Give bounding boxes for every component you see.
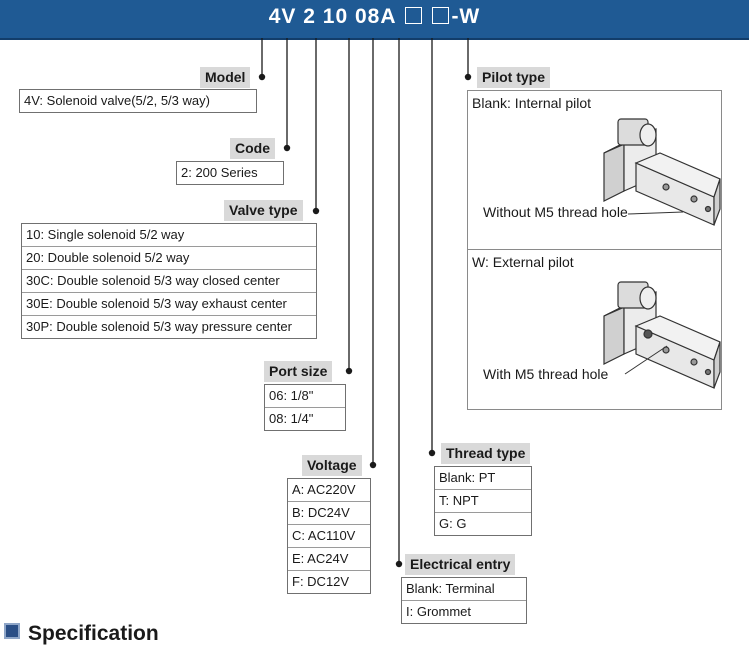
valve-type-option: 20: Double solenoid 5/2 way <box>22 246 316 269</box>
pilot-type-header: Pilot type <box>477 67 551 88</box>
valve-image-internal <box>603 118 721 226</box>
model-header: Model <box>200 67 251 88</box>
code-pilot-suffix: -W <box>451 5 481 28</box>
thread-type-header: Thread type <box>441 443 531 464</box>
code-series-number: 2 <box>303 5 316 28</box>
port-size-options: 06: 1/8" 08: 1/4" <box>264 384 346 431</box>
thread-type-options: Blank: PT T: NPT G: G <box>434 466 532 536</box>
model-options: 4V: Solenoid valve(5/2, 5/3 way) <box>19 89 257 113</box>
external-pilot-callout: With M5 thread hole <box>483 366 609 382</box>
voltage-header: Voltage <box>302 455 362 476</box>
valve-type-option: 30P: Double solenoid 5/3 way pressure ce… <box>22 315 316 338</box>
pilot-type-panel: Blank: Internal pilot Without M5 thread … <box>467 90 722 410</box>
internal-pilot-callout: Without M5 thread hole <box>483 204 628 220</box>
callout-arrow <box>628 211 684 215</box>
valve-type-options: 10: Single solenoid 5/2 way 20: Double s… <box>21 223 317 339</box>
port-size-header: Port size <box>264 361 333 382</box>
model-code: 4V 2 10 08A -W <box>0 5 749 29</box>
code-options: 2: 200 Series <box>176 161 284 185</box>
external-pilot-section: W: External pilot With M5 thread hole <box>468 250 721 408</box>
voltage-option: C: AC110V <box>288 524 370 547</box>
code-valve-type: 10 <box>322 5 349 28</box>
internal-pilot-section: Blank: Internal pilot Without M5 thread … <box>468 91 721 250</box>
valve-type-option: 30C: Double solenoid 5/3 way closed cent… <box>22 269 316 292</box>
callout-arrow <box>624 345 668 375</box>
specification-heading: Specification <box>4 622 159 646</box>
valve-type-option: 30E: Double solenoid 5/3 way exhaust cen… <box>22 292 316 315</box>
voltage-option: F: DC12V <box>288 570 370 593</box>
port-size-option: 06: 1/8" <box>269 388 314 403</box>
electrical-entry-option: I: Grommet <box>402 600 526 623</box>
external-pilot-label: W: External pilot <box>472 254 574 270</box>
internal-pilot-label: Blank: Internal pilot <box>472 95 592 111</box>
port-size-option: 08: 1/4" <box>265 407 345 430</box>
code-port-size: 08 <box>355 5 381 28</box>
valve-type-option: 10: Single solenoid 5/2 way <box>26 227 185 242</box>
voltage-option: E: AC24V <box>288 547 370 570</box>
thread-type-option: T: NPT <box>435 489 531 512</box>
valve-image-external <box>603 281 721 389</box>
voltage-option: B: DC24V <box>288 501 370 524</box>
electrical-entry-option: Blank: Terminal <box>406 581 495 596</box>
square-bullet-icon <box>4 623 20 639</box>
code-placeholder-box <box>432 7 450 24</box>
model-code-banner: 4V 2 10 08A -W <box>0 0 749 40</box>
code-header: Code <box>230 138 275 159</box>
code-option: 2: 200 Series <box>181 165 258 180</box>
thread-type-option: Blank: PT <box>439 470 496 485</box>
code-placeholder-box <box>404 7 422 24</box>
valve-type-header: Valve type <box>224 200 303 221</box>
electrical-entry-options: Blank: Terminal I: Grommet <box>401 577 527 624</box>
thread-type-option: G: G <box>435 512 531 535</box>
code-voltage: A <box>380 5 396 28</box>
specification-title: Specification <box>28 622 159 645</box>
model-option: 4V: Solenoid valve(5/2, 5/3 way) <box>24 93 210 108</box>
voltage-option: A: AC220V <box>292 482 356 497</box>
electrical-entry-header: Electrical entry <box>405 554 516 575</box>
code-series-prefix: 4V <box>268 5 297 28</box>
voltage-options: A: AC220V B: DC24V C: AC110V E: AC24V F:… <box>287 478 371 594</box>
